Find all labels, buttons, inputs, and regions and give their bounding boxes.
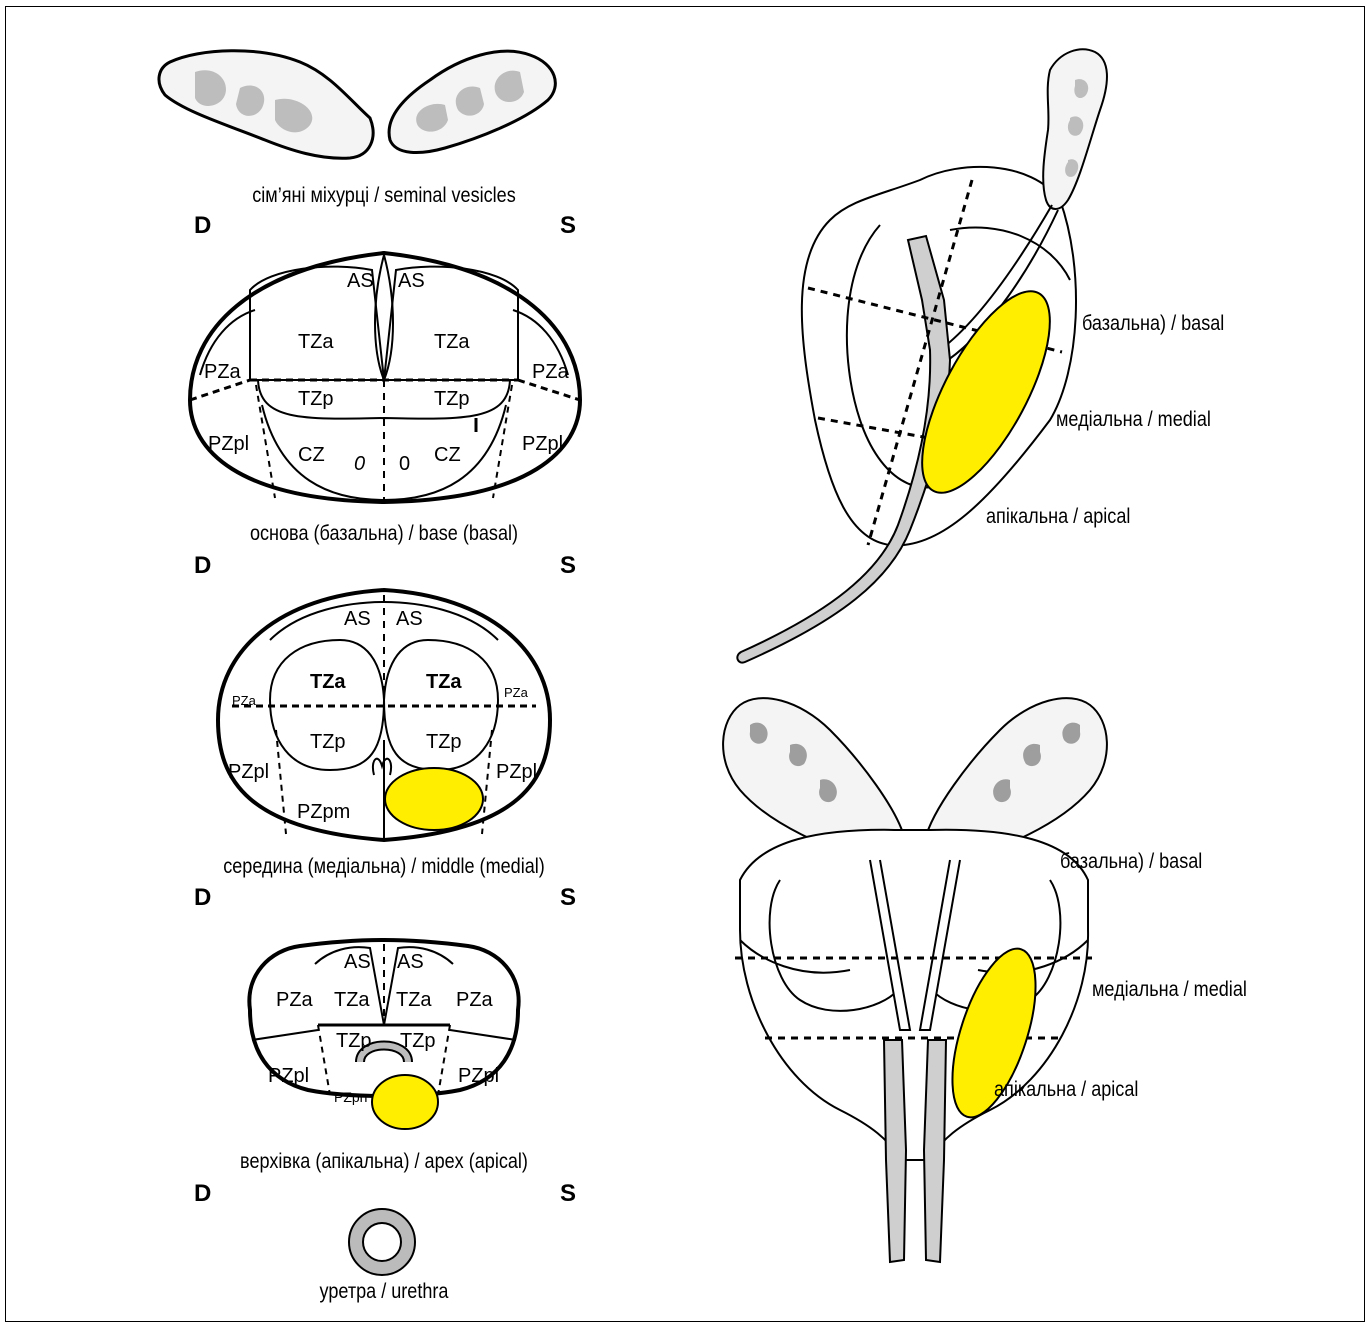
base-tzp-right: TZp <box>434 388 470 410</box>
middle-tza-right: TZa <box>426 671 462 693</box>
sagittal-basal-label: базальна) / basal <box>1082 312 1224 336</box>
base-section <box>190 253 580 502</box>
apex-as-left: AS <box>344 951 371 973</box>
apex-pzpl-right: PZpl <box>458 1065 499 1087</box>
middle-tza-left: TZa <box>310 671 346 693</box>
apex-section <box>249 940 518 1129</box>
base-cz-left: CZ <box>298 444 325 466</box>
apex-pza-right: PZa <box>456 989 494 1011</box>
base-pzpl-left: PZpl <box>208 433 249 455</box>
apex-tza-left: TZa <box>334 989 370 1011</box>
sagittal-view <box>737 49 1107 662</box>
base-tzp-left: TZp <box>298 388 334 410</box>
marker-d-1: D <box>194 212 211 240</box>
marker-s-3: S <box>560 884 576 912</box>
middle-section <box>218 590 550 840</box>
coronal-medial-label: медіальна / medial <box>1092 978 1247 1002</box>
apex-pzpm: PZpn <box>334 1089 367 1105</box>
base-cz-right: CZ <box>434 444 461 466</box>
middle-pzpl-right: PZpl <box>496 761 537 783</box>
base-duct-left: 0 <box>354 453 365 475</box>
middle-pza-right: PZa <box>504 685 529 700</box>
coronal-left-duct <box>884 1040 906 1262</box>
apex-pza-left: PZa <box>276 989 314 1011</box>
base-duct-right: 0 <box>399 453 410 475</box>
caption-middle: середина (медіальна) / middle (medial) <box>223 855 545 879</box>
middle-lesion <box>385 768 483 830</box>
coronal-basal-label: базальна) / basal <box>1060 850 1202 874</box>
middle-pzpl-left: PZpl <box>228 761 269 783</box>
middle-tzp-right: TZp <box>426 731 462 753</box>
base-tza-right: TZa <box>434 331 470 353</box>
sagittal-medial-label: медіальна / medial <box>1056 408 1211 432</box>
marker-d-2: D <box>194 552 211 580</box>
marker-s-4: S <box>560 1180 576 1208</box>
marker-d-3: D <box>194 884 211 912</box>
marker-d-4: D <box>194 1180 211 1208</box>
apex-tza-right: TZa <box>396 989 432 1011</box>
coronal-apical-label: апікальна / apical <box>994 1078 1138 1102</box>
base-as-left: AS <box>347 270 374 292</box>
base-pzpl-right: PZpl <box>522 433 563 455</box>
base-pza-right: PZa <box>532 361 570 383</box>
caption-urethra: уретра / urethra <box>320 1280 449 1304</box>
caption-base: основа (базальна) / base (basal) <box>250 522 518 546</box>
coronal-view <box>723 698 1107 1262</box>
apex-tzp-left: TZp <box>336 1030 372 1052</box>
middle-as-right: AS <box>396 608 423 630</box>
middle-as-left: AS <box>344 608 371 630</box>
apex-lesion <box>372 1075 438 1129</box>
marker-s-1: S <box>560 212 576 240</box>
caption-apex: верхівка (апікальна) / apex (apical) <box>240 1150 528 1174</box>
base-as-right: AS <box>398 270 425 292</box>
seminal-vesicles-axial <box>159 51 555 159</box>
base-pza-left: PZa <box>204 361 242 383</box>
caption-seminal-vesicles: сім’яні міхурці / seminal vesicles <box>252 184 515 208</box>
base-tza-left: TZa <box>298 331 334 353</box>
apex-as-right: AS <box>397 951 424 973</box>
middle-tzp-left: TZp <box>310 731 346 753</box>
sagittal-apical-label: апікальна / apical <box>986 505 1130 529</box>
middle-pzpm: PZpm <box>297 801 350 823</box>
apex-pzpl-left: PZpl <box>268 1065 309 1087</box>
coronal-right-duct <box>924 1040 946 1262</box>
marker-s-2: S <box>560 552 576 580</box>
middle-pza-left: PZa <box>232 693 257 708</box>
left-vesicle <box>159 51 373 159</box>
apex-tzp-right: TZp <box>400 1030 436 1052</box>
